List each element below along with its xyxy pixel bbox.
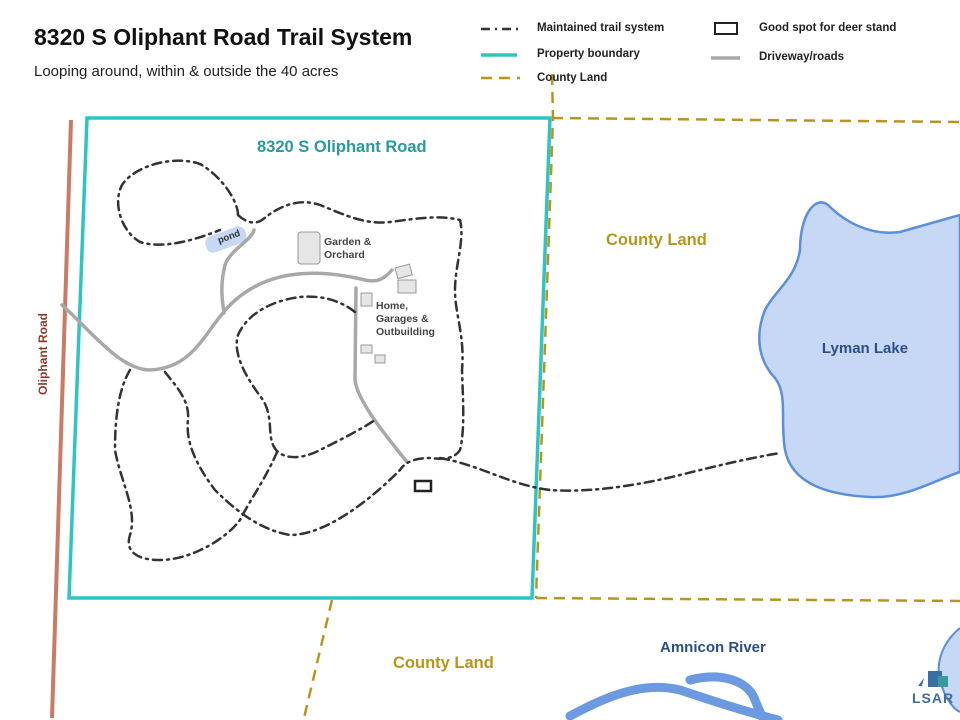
amnicon-river-label: Amnicon River [660,639,766,656]
legend-county-label: County Land [537,72,608,84]
county-south-line [302,599,334,719]
county-land-south-label: County Land [393,654,494,672]
map-subtitle: Looping around, within & outside the 40 … [34,63,339,80]
driveways [60,228,409,464]
county-top-line [551,116,960,124]
lyman-lake [758,201,960,499]
trail-middle-loop [235,295,377,459]
building-1 [394,263,413,280]
building-4 [360,344,373,354]
legend-roads-label: Driveway/roads [759,51,845,63]
county-land-boundaries [302,73,960,719]
home-driveway [353,286,409,464]
oliphant-road-label: Oliphant Road [36,313,50,395]
amnicon-river [565,682,783,720]
trail-north-loop [236,201,465,472]
main-driveway [60,268,394,372]
trail-east-to-lake [438,451,782,492]
building-5 [374,354,386,364]
buildings [297,231,417,364]
deer-stand-marker [413,479,433,493]
pond [205,226,247,253]
lsar-logo-icon [918,671,948,687]
county-land-east-label: County Land [606,231,707,249]
trail-southwest-loop [113,368,280,562]
building-3 [360,292,373,307]
oliphant-road-line [50,119,73,719]
lsar-logo-text: LSAR [912,690,955,706]
property-label: 8320 S Oliphant Road [257,138,427,156]
legend-trail-label: Maintained trail system [537,22,665,34]
legend-deer-stand-label: Good spot for deer stand [759,22,897,34]
home-garages-label: Home, Garages & Outbuilding [376,300,435,338]
property-boundary [67,116,552,600]
legend-boundary-label: Property boundary [537,48,640,60]
county-divider-vertical [534,73,555,599]
garden-orchard [297,231,321,265]
garden-orchard-label: Garden & Orchard [324,236,372,261]
pond-spur [220,228,256,315]
trail-inner-southwest [163,370,402,537]
county-bottom-line [535,596,960,603]
lyman-lake-label: Lyman Lake [821,340,909,357]
map-title: 8320 S Oliphant Road Trail System [34,24,413,50]
trail-nw-loop [116,159,240,246]
legend-deer-stand-symbol [714,22,738,35]
legend-symbols [481,22,740,80]
building-2 [397,279,417,294]
amnicon-river-bend [685,672,770,720]
trail-system [113,159,782,562]
